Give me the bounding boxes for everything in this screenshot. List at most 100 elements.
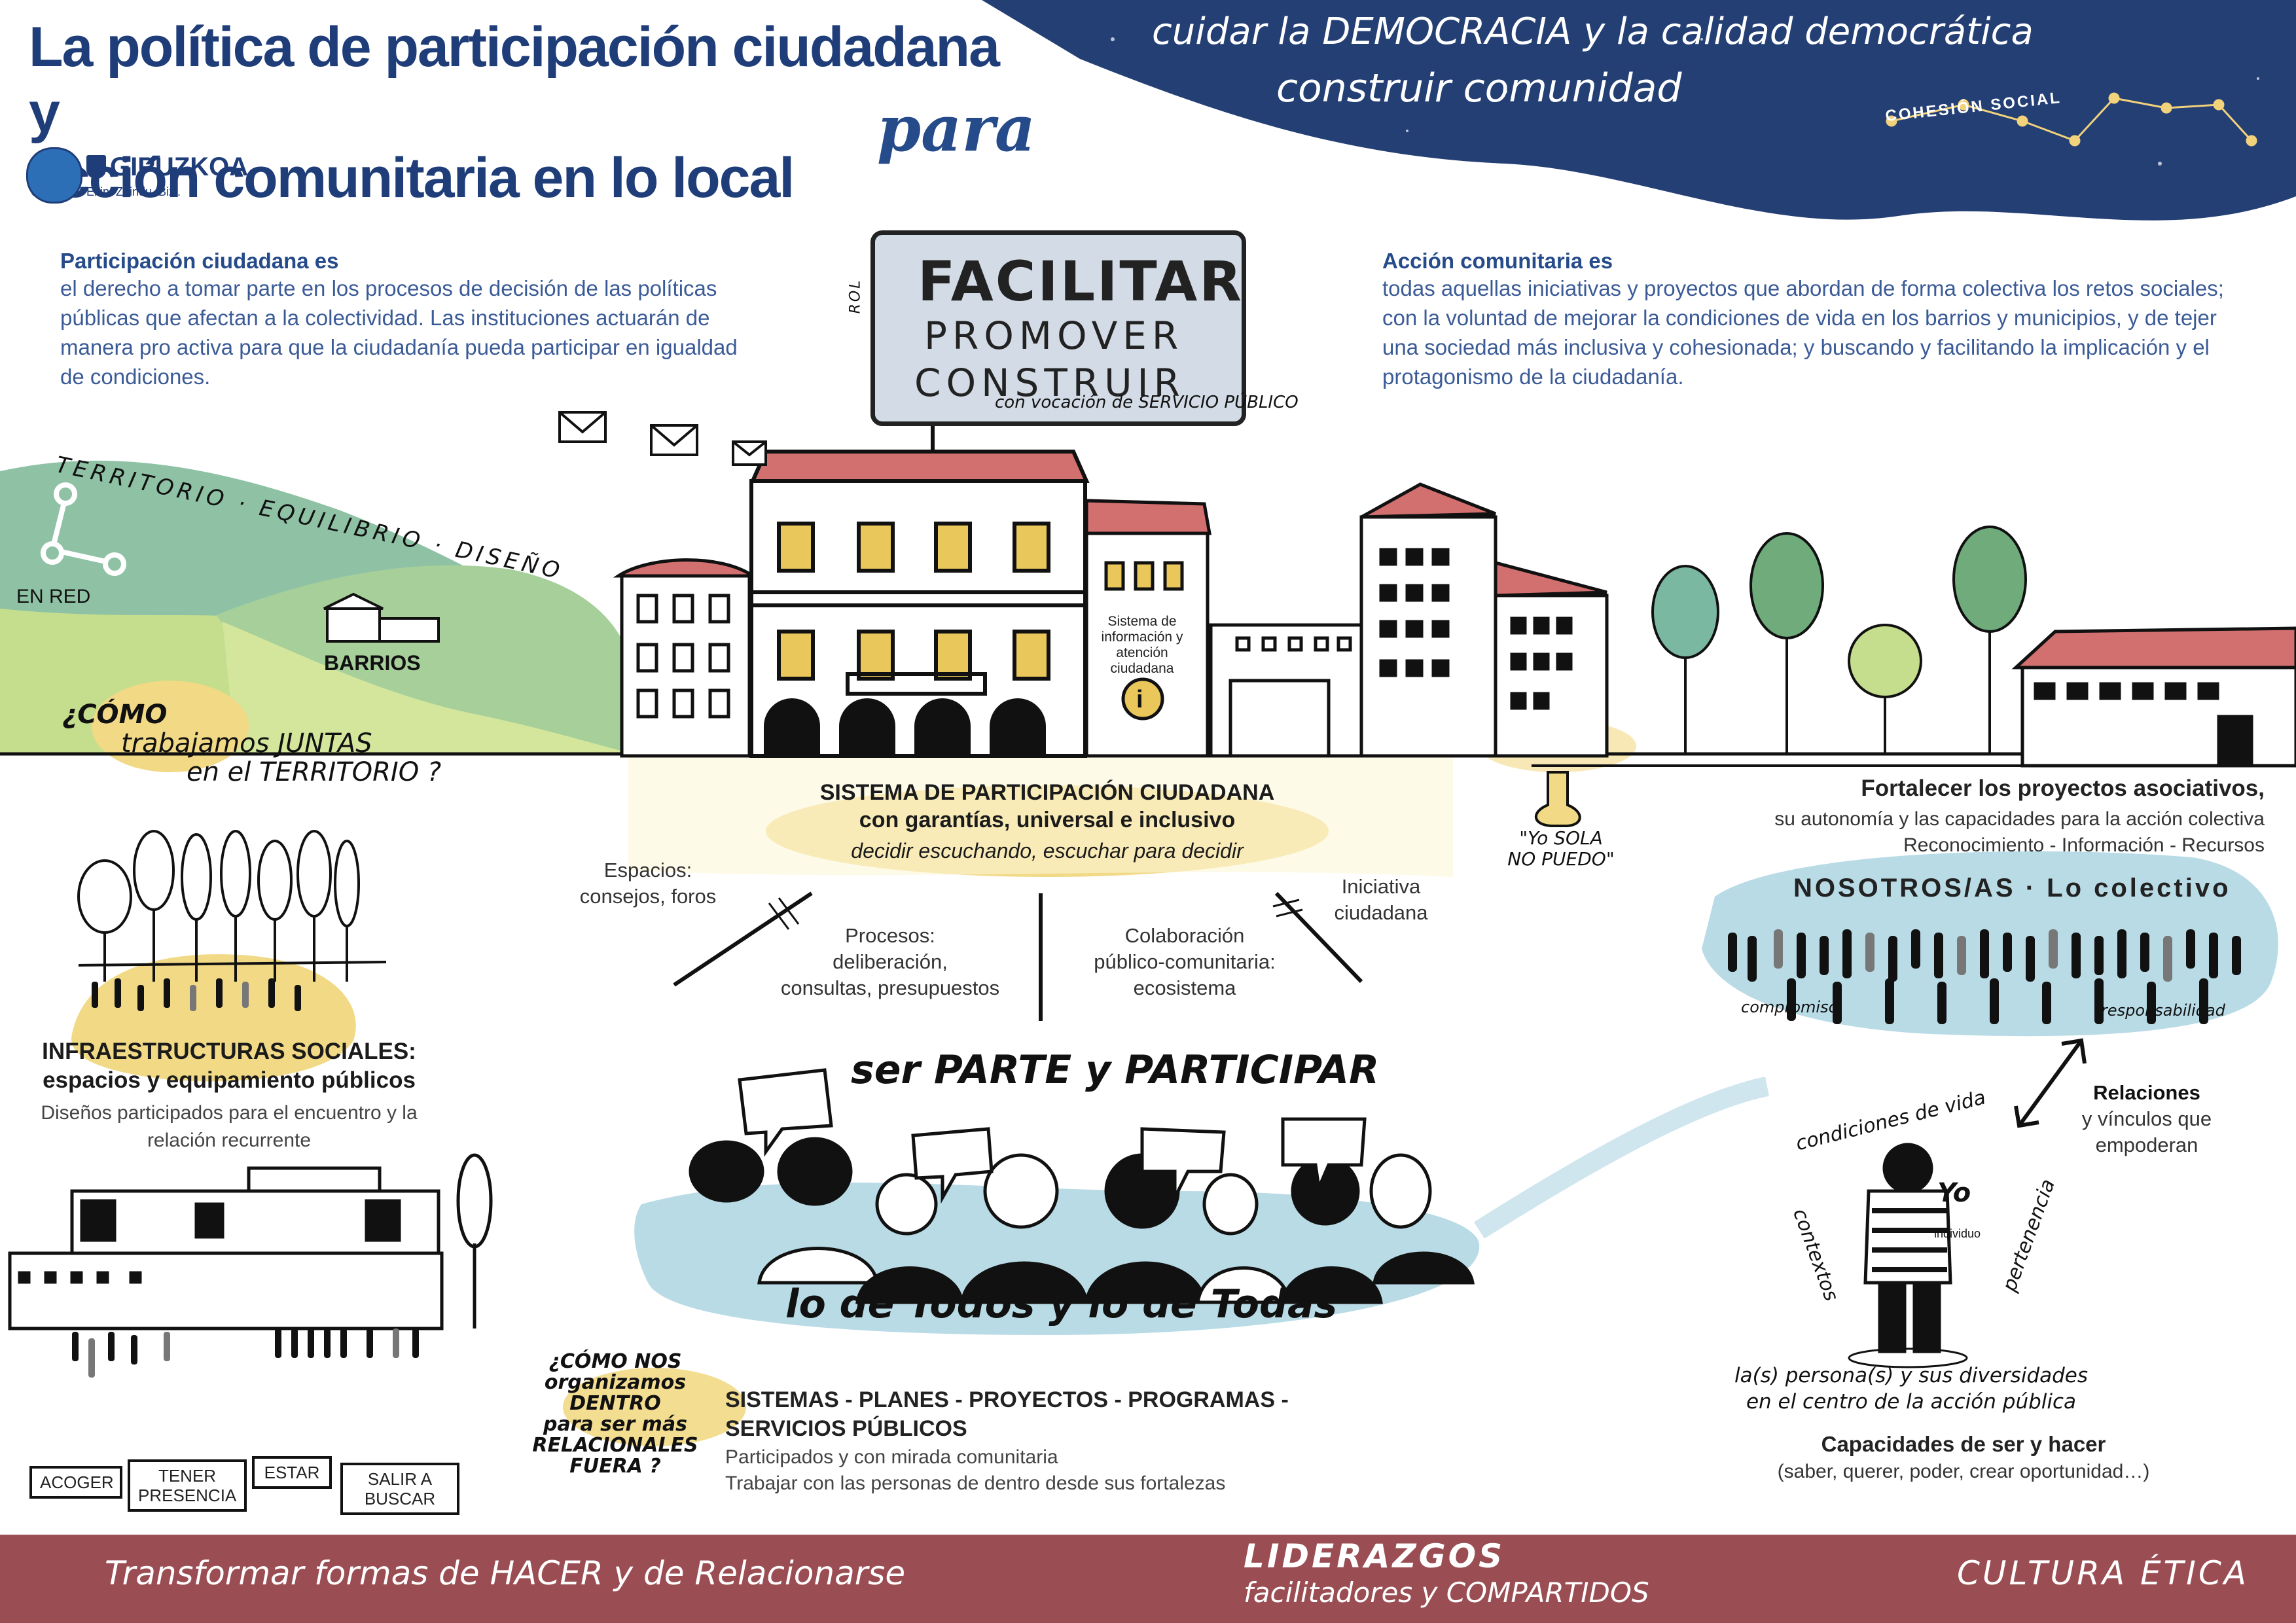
- banner-line-2: construir comunidad: [1276, 65, 1682, 111]
- yellow-wash-sistemas: [563, 1368, 746, 1446]
- building-mid: [1209, 623, 1363, 758]
- yo-label: Yo: [1937, 1178, 1971, 1208]
- organizamos-line-3: DENTRO: [569, 1392, 661, 1415]
- ser-parte-heading: ser PARTE y PARTICIPAR: [851, 1047, 1380, 1093]
- page-title: La política de participación ciudadana y…: [29, 14, 1011, 211]
- personas-centro: la(s) persona(s) y sus diversidades en e…: [1728, 1363, 2094, 1415]
- street-trees: [1651, 526, 2027, 753]
- tree-grove: [77, 830, 387, 982]
- participacion-heading: Participación ciudadana es: [60, 249, 339, 273]
- relaciones-block: Relaciones y vínculos que empoderan: [2036, 1080, 2258, 1158]
- branch-iniciativa: Iniciativa ciudadana: [1334, 875, 1428, 924]
- territorio-question-line-3: en el TERRITORIO ?: [187, 757, 442, 787]
- infra-title: INFRAESTRUCTURAS SOCIALES: espacios y eq…: [42, 1039, 416, 1093]
- footer-liderazgos: LIDERAZGOS: [1244, 1537, 1505, 1575]
- barrios-label: BARRIOS: [324, 651, 421, 675]
- territorio-question: ¿CÓMO trabajamos JUNTAS en el TERRITORIO…: [62, 700, 441, 787]
- gipuzkoa-logo: GIPUZKOA Ekin. Zaindu. Bizi.: [26, 147, 262, 206]
- organizamos-line-1: ¿CÓMO NOS: [548, 1350, 682, 1373]
- accion-definition: Acción comunitaria es todas aquellas ini…: [1382, 249, 2253, 391]
- sistema-branches: [673, 891, 1363, 1021]
- branch-espacios: Espacios: consejos, foros: [579, 859, 717, 908]
- organizamos-question: ¿CÓMO NOS organizamos DENTRO para ser má…: [530, 1351, 700, 1477]
- network-icon: [41, 482, 126, 576]
- water-trail: [1473, 1077, 1769, 1239]
- hands-icon: [1534, 771, 1581, 827]
- page-title-line-2: acción comunitaria en lo local: [29, 147, 795, 209]
- footer-cultura-etica: CULTURA ÉTICA: [1957, 1554, 2249, 1592]
- town-hall-building: [749, 450, 1090, 758]
- sistemas-description-2: Trabajar con las personas de dentro desd…: [725, 1472, 1226, 1494]
- organizamos-line-2: organizamos: [544, 1371, 687, 1394]
- connector-para: para: [877, 92, 1036, 166]
- territorio-question-line-1: ¿CÓMO: [62, 700, 168, 730]
- role-word-promover: PROMOVER: [924, 313, 1184, 358]
- asociativos-title: Fortalecer los proyectos asociativos,: [1861, 776, 2265, 801]
- rol-label: ROL: [847, 278, 864, 314]
- organizamos-line-4: para ser más: [543, 1413, 687, 1436]
- building-far-right: [2011, 626, 2296, 768]
- tag-salir-a-buscar: SALIR A BUSCAR: [340, 1463, 459, 1515]
- grove-people: [92, 978, 301, 1011]
- accion-heading: Acción comunitaria es: [1382, 249, 1613, 273]
- envelope-icons: [558, 411, 767, 466]
- sistema-title: SISTEMA DE PARTICIPACIÓN CIUDADANA: [819, 780, 1275, 805]
- building-right: [1494, 560, 1609, 758]
- info-glyph: i: [1136, 686, 1143, 713]
- capacidades-description: (saber, querer, poder, crear oportunidad…: [1777, 1461, 2150, 1482]
- asociativos-description: su autonomía y las capacidades para la a…: [1774, 808, 2265, 856]
- personas-centro-line-1: la(s) persona(s) y sus diversidades: [1734, 1364, 2089, 1387]
- individuo-label: individuo: [1934, 1227, 1981, 1240]
- participant-heads: [689, 1137, 1475, 1304]
- yo-sola-line-1: "Yo SOLA: [1519, 827, 1603, 849]
- yo-sola-line-2: NO PUEDO": [1507, 848, 1615, 870]
- footer-transformar: Transformar formas de HACER y de Relacio…: [105, 1554, 906, 1592]
- sistema-motto: decidir escuchando, escuchar para decidi…: [851, 839, 1244, 863]
- yo-sola-quote: "Yo SOLA NO PUEDO": [1499, 828, 1623, 870]
- role-sign: FACILITAR PROMOVER CONSTRUIR: [870, 230, 1246, 426]
- banner-background: [982, 0, 2296, 221]
- water-nosotros: [1702, 851, 2278, 1037]
- building-left: [613, 558, 758, 758]
- yellow-wash-question: [92, 681, 249, 772]
- branch-colaboracion: Colaboración público-comunitaria: ecosis…: [1094, 924, 1276, 999]
- hill-right-front: [223, 622, 628, 753]
- branch-hash-marks: [768, 897, 1303, 930]
- banner-line-1: cuidar la DEMOCRACIA y la calidad democr…: [1152, 10, 2034, 53]
- logo-name: GIPUZKOA: [110, 152, 249, 181]
- logo-tagline: Ekin. Zaindu. Bizi.: [86, 185, 181, 198]
- lo-de-todos-heading: lo de Todos y lo de Todas: [785, 1281, 1338, 1327]
- organizamos-line-5: RELACIONALES: [532, 1434, 698, 1457]
- shield-icon: [86, 155, 106, 179]
- collective-crowd: [1728, 929, 2241, 1024]
- participacion-body: el derecho a tomar parte en los procesos…: [60, 276, 738, 389]
- capacidades-title: Capacidades de ser y hacer: [1821, 1432, 2106, 1456]
- role-word-facilitar: FACILITAR: [918, 249, 1244, 313]
- infra-description: Diseños participados para el encuentro y…: [41, 1102, 418, 1151]
- relaciones-description: y vínculos que empoderan: [2081, 1107, 2212, 1156]
- infra-people: [72, 1329, 419, 1378]
- individual-figure: [1848, 1143, 1968, 1368]
- building-tall: [1359, 482, 1498, 758]
- speech-bubbles: [738, 1068, 1367, 1204]
- sistemas-title: SISTEMAS - PLANES - PROYECTOS - PROGRAMA…: [725, 1387, 1289, 1441]
- relations-arrow: [2014, 1038, 2087, 1128]
- light-yellow-field: [628, 753, 1453, 877]
- relaciones-title: Relaciones: [2093, 1081, 2200, 1104]
- territorio-question-line-2: trabajamos JUNTAS: [121, 728, 372, 758]
- barrio-houses: [323, 592, 440, 643]
- vocacion-label: con vocación de SERVICIO PÚBLICO: [995, 393, 1299, 412]
- responsabilidad-label: responsabilidad: [2101, 1001, 2225, 1020]
- info-icon: [1121, 677, 1164, 721]
- tag-tener-presencia: TENER PRESENCIA: [128, 1459, 247, 1512]
- constellation: [1886, 92, 2257, 147]
- en-red-label: EN RED: [16, 586, 91, 607]
- nosotros-heading: NOSOTROS/AS · Lo colectivo: [1793, 874, 2231, 902]
- role-word-construir: CONSTRUIR: [914, 361, 1185, 405]
- organizamos-line-6: FUERA ?: [569, 1455, 661, 1478]
- tag-acoger: ACOGER: [29, 1466, 122, 1499]
- branch-procesos: Procesos: deliberación, consultas, presu…: [780, 924, 1000, 999]
- sistemas-description-1: Participados y con mirada comunitaria: [725, 1446, 1058, 1468]
- compromiso-label: compromiso: [1741, 998, 1839, 1016]
